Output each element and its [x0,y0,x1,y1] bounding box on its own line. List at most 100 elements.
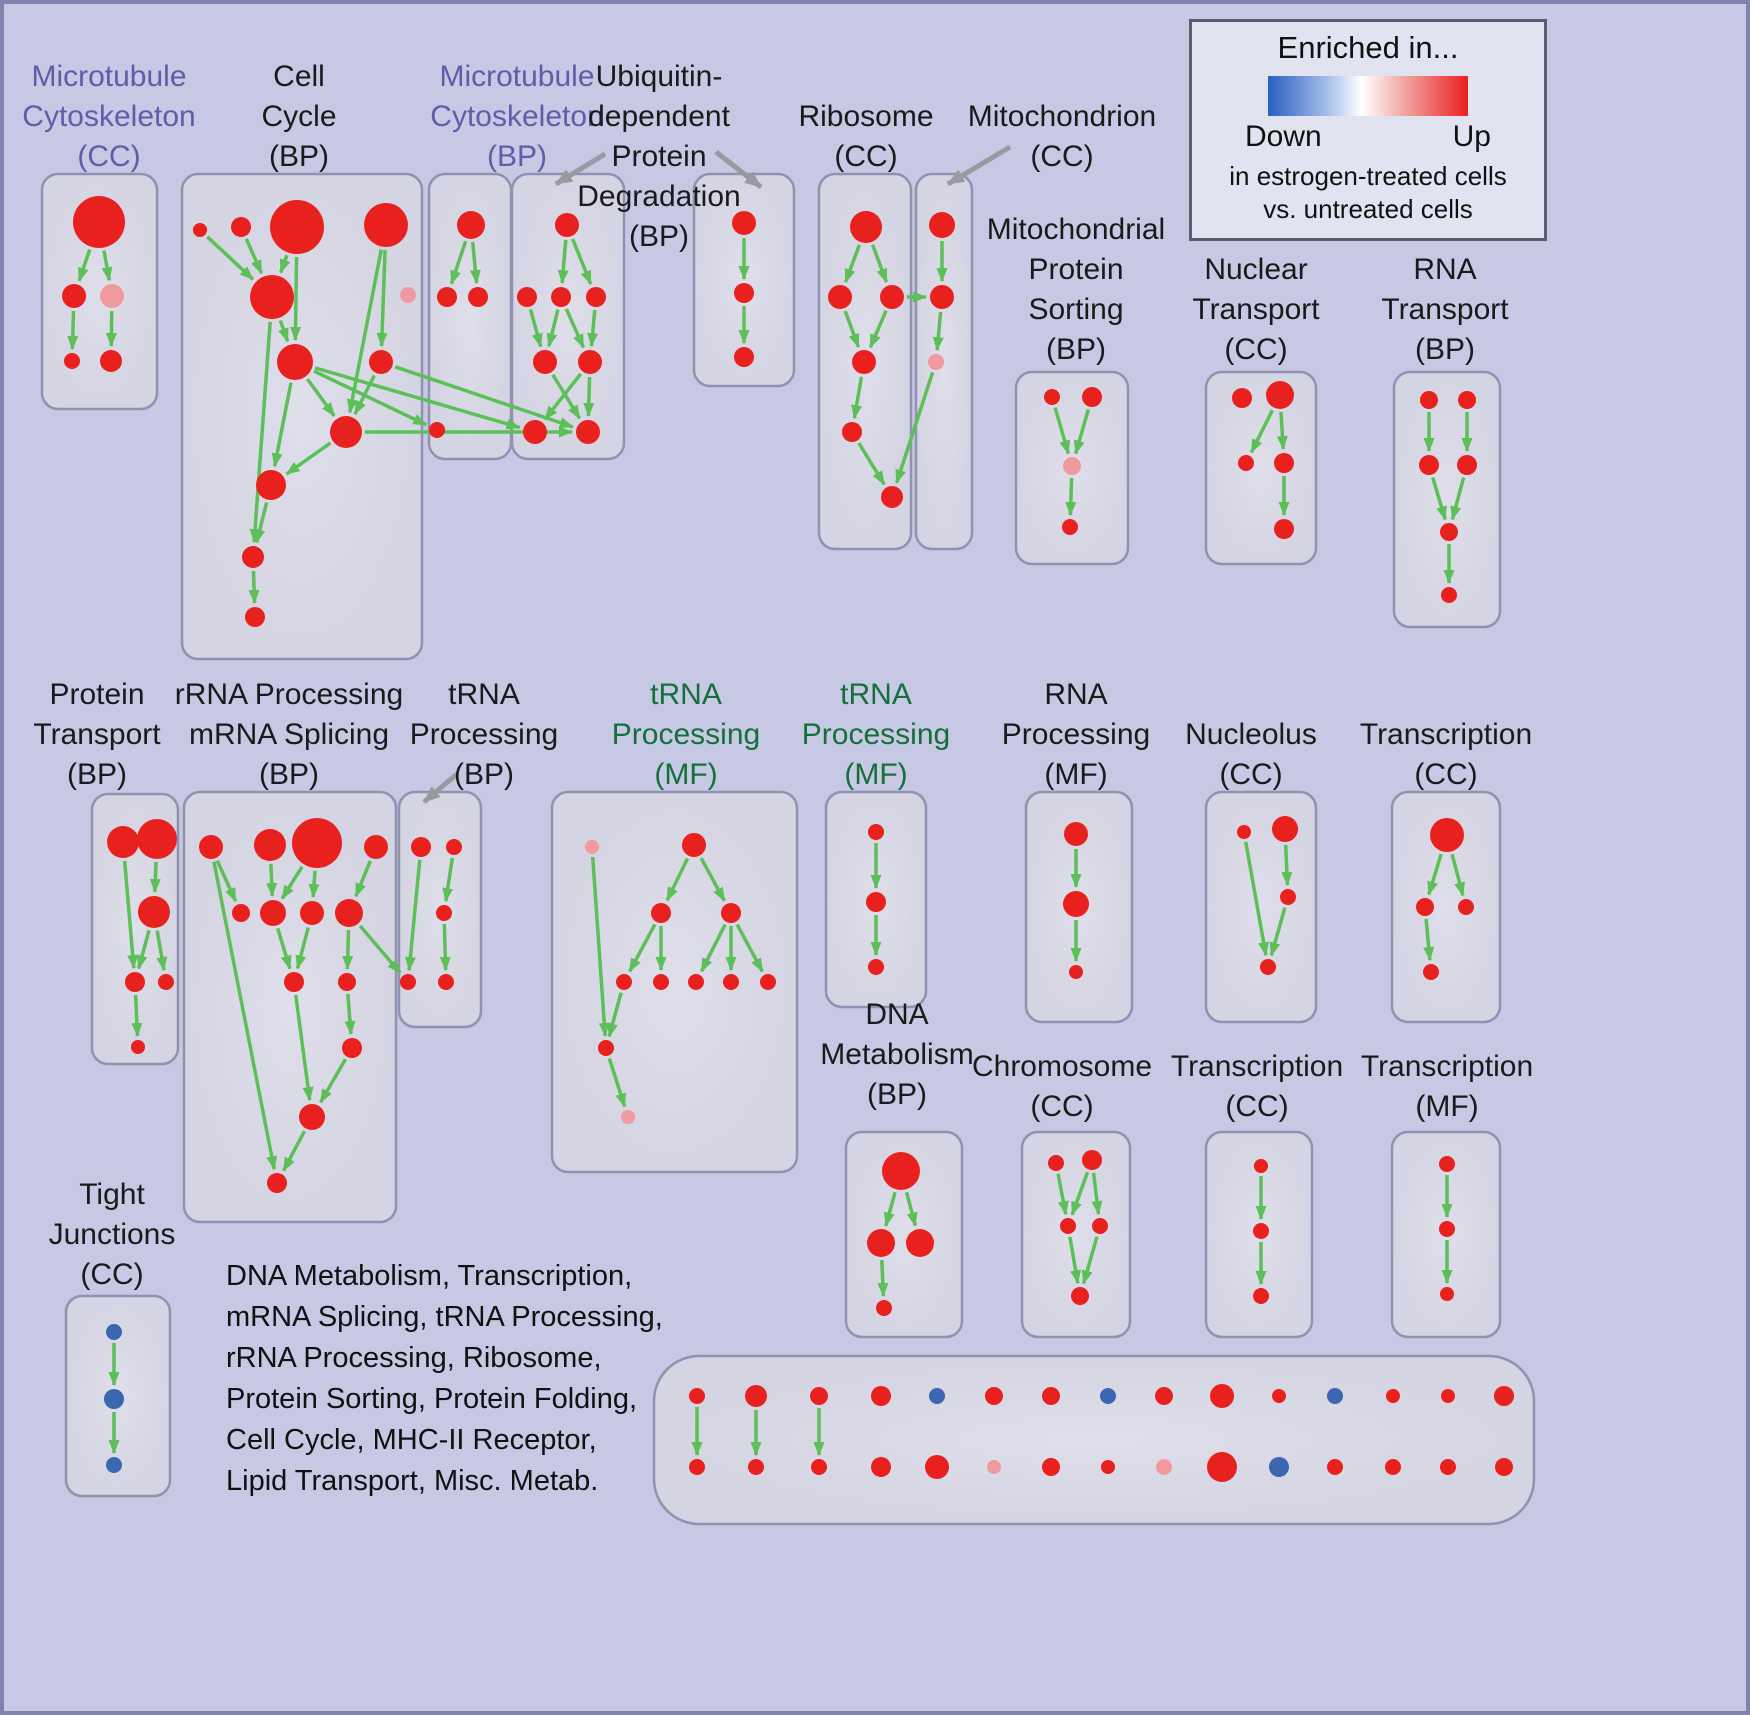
cluster-label-trna-processing-mf-large: (MF) [654,758,717,791]
edge [665,857,690,902]
cluster-label-ribosome-cc: (CC) [834,140,897,173]
gene-node [1386,1389,1400,1403]
label-pointer-arrow [714,150,763,189]
gene-node [106,1324,122,1340]
gene-node [1237,825,1251,839]
cross-cluster-edge [313,369,428,427]
edge [868,310,888,349]
gene-node [850,211,882,243]
edge [155,930,168,972]
edge [607,992,623,1038]
cluster-label-rna-processing-mf: (MF) [1044,758,1107,791]
gene-node [330,416,362,448]
gene-node [300,901,324,925]
edge [1423,918,1435,962]
gene-node [585,840,599,854]
cluster-label-rna-processing-mf: Processing [1002,718,1150,751]
legend-subtitle-line1: in estrogen-treated cells [1229,161,1507,191]
gene-node [555,213,579,237]
edge [1431,476,1447,521]
gene-node [621,1110,635,1124]
gene-node [1253,1223,1269,1239]
gene-node [1495,1458,1513,1476]
cluster-label-nuclear-transport-cc: (CC) [1224,333,1287,366]
gene-node [1274,453,1294,473]
cluster-label-mitochondrion-cc: (CC) [1030,140,1093,173]
edge [346,249,383,414]
gene-node [1440,1459,1456,1475]
edge [543,372,583,421]
edge [295,927,310,970]
gene-node [1062,519,1078,535]
edge [528,309,543,348]
gene-node [721,903,741,923]
gene-node [193,223,207,237]
edge [305,377,336,417]
gene-node [1419,455,1439,475]
cluster-label-rrna-processing-mrna-splicing-bp: (BP) [259,758,319,791]
cluster-label-nuclear-transport-cc: Transport [1192,293,1320,326]
cluster-label-trna-processing-bp: (BP) [454,758,514,791]
cluster-labels: MicrotubuleCytoskeleton(CC)CellCycle(BP)… [22,60,1533,1291]
edge [293,994,314,1102]
cluster-label-mitochondrial-protein-sorting-bp: Mitochondrial [987,213,1165,246]
gene-node [436,905,452,921]
gene-node [107,826,139,858]
legend-title: Enriched in... [1277,30,1459,65]
edge [735,923,764,973]
edge [376,249,388,348]
edge [877,1259,889,1298]
gene-node [1423,964,1439,980]
gene-node [137,819,177,859]
legend-subtitle-line2: vs. untreated cells [1263,194,1473,224]
cluster-label-ribosome-cc: Ribosome [798,100,933,133]
edge [551,373,582,420]
gene-node [1280,889,1296,905]
edge [344,993,356,1036]
gene-node [1260,959,1276,975]
gene-node [1048,1155,1064,1171]
cluster-label-transcription-mf: Transcription [1361,1050,1533,1083]
gene-node [1327,1459,1343,1475]
gene-node [250,275,294,319]
cluster-box-microtubule-cytoskeleton-cc [40,172,159,411]
cluster-label-rna-transport-bp: (BP) [1415,333,1475,366]
edge [101,250,113,282]
gene-node [586,287,606,307]
edge [249,321,272,544]
cluster-label-ubiquitin-dependent-protein-degradation-bp: dependent [588,100,730,133]
gene-node [1420,391,1438,409]
gene-node [400,287,416,303]
cross-cluster-edge [358,924,402,975]
cluster-label-dna-metabolism-bp: (BP) [867,1078,927,1111]
gene-node [734,347,754,367]
edge [285,441,332,476]
edge [1427,853,1443,896]
gene-node [651,903,671,923]
gene-node [438,974,454,990]
gene-node [1082,387,1102,407]
gene-node [429,422,445,438]
edge [1081,1236,1099,1285]
gene-node [437,287,457,307]
gene-node [745,1385,767,1407]
gene-node [1207,1452,1237,1482]
edge [1065,477,1077,517]
cluster-label-rna-transport-bp: Transport [1381,293,1509,326]
gene-node [1082,1150,1102,1170]
gene-node [868,959,884,975]
gene-node [517,287,537,307]
cluster-box-dna-metabolism-bp [844,1130,964,1339]
gene-node [1494,1386,1514,1406]
cluster-label-microtubule-cytoskeleton-bp: (BP) [487,140,547,173]
cluster-label-transcription-cc-row2: (CC) [1414,758,1477,791]
edge [1068,1236,1082,1285]
cluster-label-trna-processing-mf-small: (MF) [844,758,907,791]
edge [282,1130,307,1172]
gene-node [866,892,886,912]
cluster-label-trna-processing-bp: tRNA [448,678,520,711]
gene-node [682,833,706,857]
edge [870,244,889,283]
gene-node [138,896,170,928]
gene-node [1439,1156,1455,1172]
